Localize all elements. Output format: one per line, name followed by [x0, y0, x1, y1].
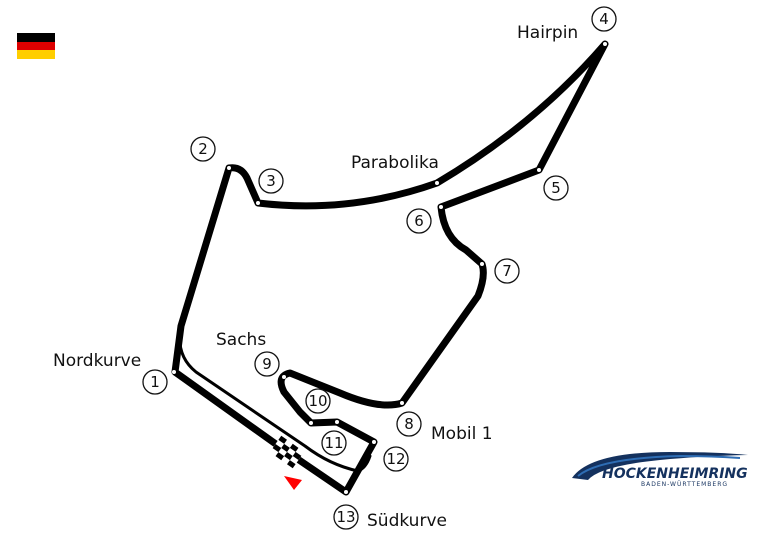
turn-number: 7 [502, 262, 512, 280]
turn-marker-11: 11 [321, 430, 347, 456]
corner-label-nordkurve: Nordkurve [53, 351, 141, 371]
turn-number: 1 [150, 373, 160, 391]
turn-marker-3: 3 [258, 168, 284, 194]
germany-flag-icon [17, 33, 55, 59]
turn-marker-4: 4 [591, 6, 617, 32]
turn-marker-1: 1 [142, 369, 168, 395]
turn-marker-6: 6 [406, 208, 432, 234]
turn-number: 11 [324, 434, 343, 452]
corner-label-mobil1: Mobil 1 [431, 424, 493, 444]
turn-number: 2 [198, 140, 208, 158]
turn-number: 8 [404, 415, 414, 433]
turn-marker-13: 13 [333, 504, 359, 530]
turn-number: 3 [266, 172, 276, 190]
turn-marker-12: 12 [383, 446, 409, 472]
corner-label-parabolika: Parabolika [351, 153, 439, 173]
pit-lane [178, 324, 372, 473]
track-outline [171, 40, 609, 496]
turn-marker-2: 2 [190, 136, 216, 162]
turn-number: 6 [414, 212, 424, 230]
logo-title: HOCKENHEIMRING [602, 466, 748, 482]
turn-marker-5: 5 [543, 175, 569, 201]
logo-subtitle: BADEN-WÜRTTEMBERG [641, 481, 728, 488]
corner-nodes [172, 42, 607, 494]
turn-marker-9: 9 [254, 351, 280, 377]
turn-number: 4 [599, 10, 609, 28]
hockenheimring-logo: HOCKENHEIMRING BADEN-WÜRTTEMBERG [572, 452, 748, 488]
turn-number: 13 [336, 508, 355, 526]
corner-label-suedkurve: Südkurve [367, 511, 447, 531]
direction-arrow-icon [284, 476, 302, 490]
turn-number: 12 [386, 450, 405, 468]
turn-number: 9 [262, 355, 272, 373]
turn-number: 5 [551, 179, 561, 197]
corner-label-hairpin: Hairpin [517, 23, 578, 43]
turn-marker-8: 8 [396, 411, 422, 437]
turn-marker-10: 10 [305, 388, 331, 414]
corner-label-sachs: Sachs [216, 330, 266, 350]
turn-marker-7: 7 [494, 258, 520, 284]
start-finish-flag-icon [269, 435, 305, 469]
turn-number: 10 [308, 392, 327, 410]
